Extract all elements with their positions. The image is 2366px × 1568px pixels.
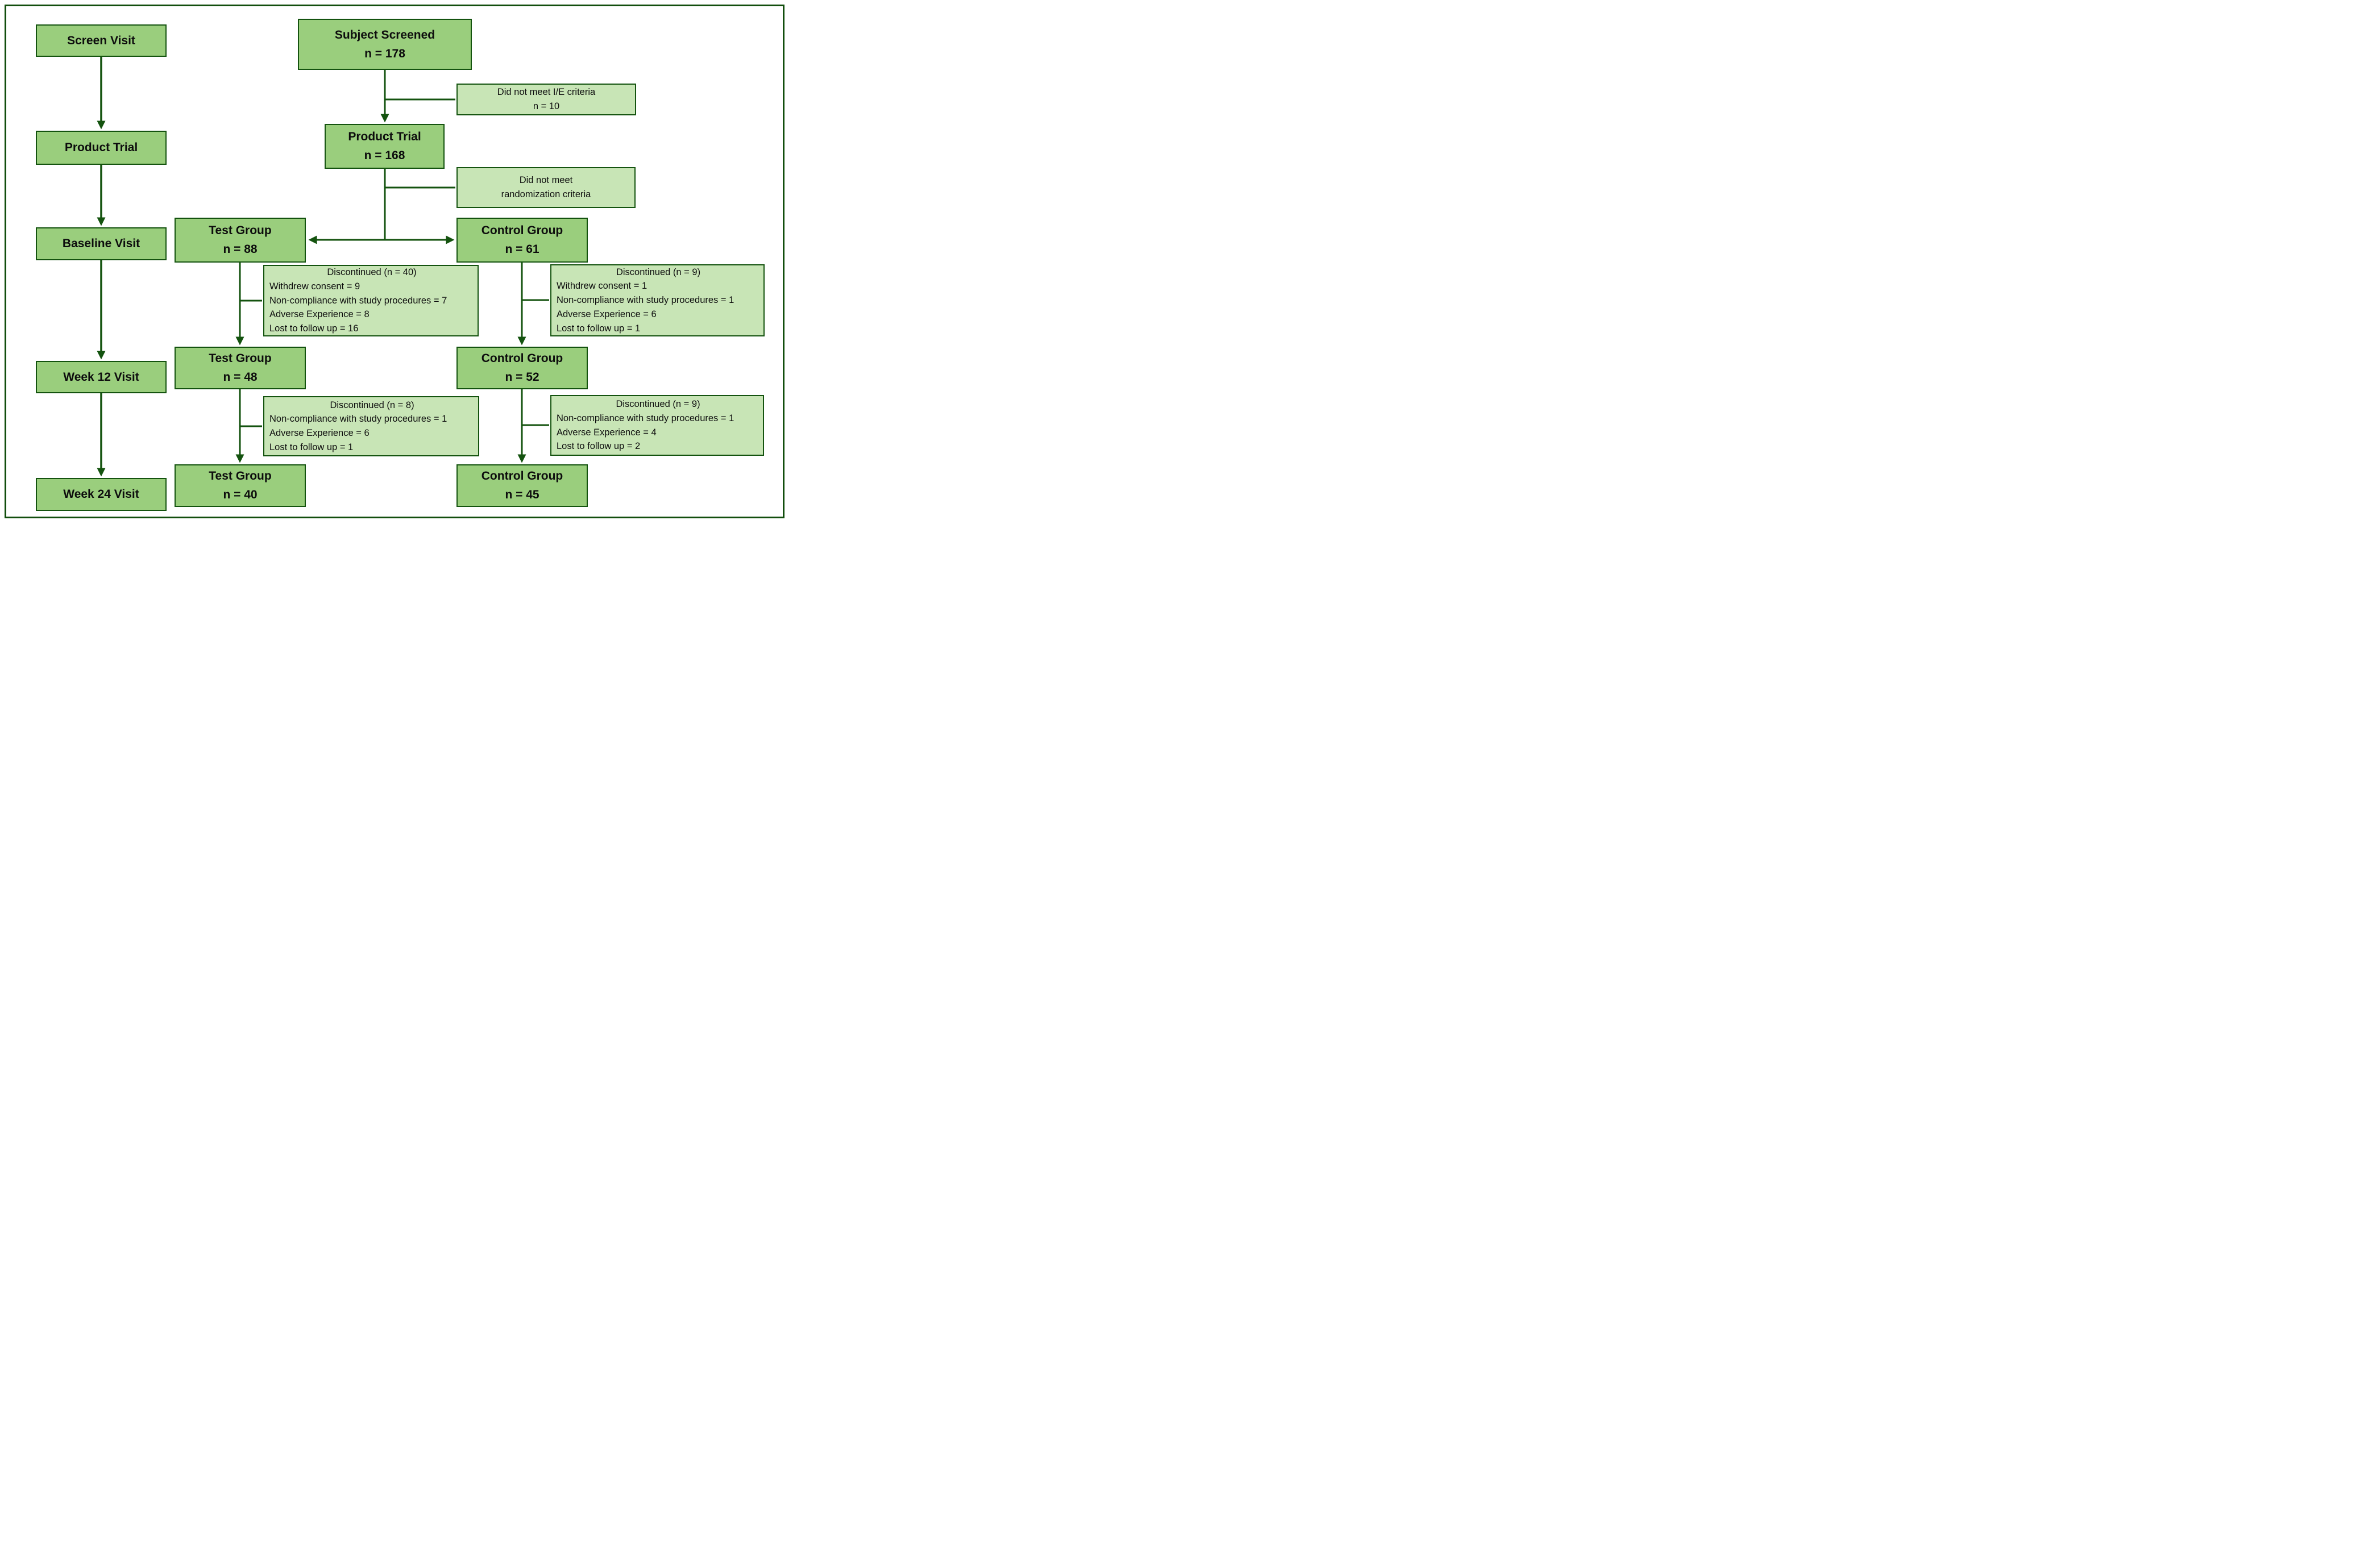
control-group-2-box: Control Group n = 52 (456, 347, 588, 389)
control-group-3-label: Control Group (481, 469, 563, 483)
not-ie-criteria-box: Did not meet I/E criteria n = 10 (456, 84, 636, 115)
discontinued-control-1-reason: Non-compliance with study procedures = 1 (557, 295, 734, 306)
product-trial-main-count: n = 168 (364, 149, 405, 162)
test-group-1-box: Test Group n = 88 (175, 218, 306, 263)
control-group-2-label: Control Group (481, 352, 563, 365)
discontinued-test-2-box: Discontinued (n = 8) Non-compliance with… (263, 396, 479, 456)
discontinued-control-1-box: Discontinued (n = 9) Withdrew consent = … (550, 264, 765, 336)
discontinued-test-1-reason: Withdrew consent = 9 (269, 281, 360, 292)
control-group-3-count: n = 45 (505, 488, 539, 501)
control-group-1-label: Control Group (481, 224, 563, 238)
discontinued-test-2-title: Discontinued (n = 8) (330, 400, 414, 410)
discontinued-control-2-title: Discontinued (n = 9) (616, 399, 700, 409)
control-group-1-count: n = 61 (505, 243, 539, 256)
discontinued-test-2-reason: Non-compliance with study procedures = 1 (269, 414, 447, 425)
discontinued-test-1-reason: Lost to follow up = 16 (269, 323, 359, 334)
not-ie-criteria-line1: Did not meet I/E criteria (497, 87, 596, 98)
not-randomization-line2: randomization criteria (501, 189, 591, 199)
discontinued-control-2-reason: Adverse Experience = 4 (557, 427, 657, 438)
discontinued-control-1-reason: Lost to follow up = 1 (557, 323, 641, 334)
test-group-3-count: n = 40 (223, 488, 258, 501)
not-randomization-line1: Did not meet (519, 175, 573, 186)
discontinued-test-1-box: Discontinued (n = 40) Withdrew consent =… (263, 265, 479, 336)
test-group-3-box: Test Group n = 40 (175, 464, 306, 507)
discontinued-control-1-reason: Withdrew consent = 1 (557, 281, 647, 292)
screen-visit-box: Screen Visit (36, 24, 167, 57)
outer-frame (5, 5, 784, 518)
discontinued-control-2-reason: Non-compliance with study procedures = 1 (557, 413, 734, 423)
product-trial-left-label: Product Trial (64, 141, 138, 155)
discontinued-test-1-title: Discontinued (n = 40) (327, 267, 417, 278)
week12-visit-label: Week 12 Visit (63, 370, 139, 384)
week24-visit-box: Week 24 Visit (36, 478, 167, 511)
discontinued-control-2-box: Discontinued (n = 9) Non-compliance with… (550, 395, 764, 456)
test-group-2-label: Test Group (209, 352, 272, 365)
week24-visit-label: Week 24 Visit (63, 488, 139, 501)
control-group-2-count: n = 52 (505, 371, 539, 384)
discontinued-test-1-reason: Non-compliance with study procedures = 7 (269, 295, 447, 306)
screen-visit-label: Screen Visit (67, 34, 135, 47)
subject-screened-label: Subject Screened (334, 28, 435, 41)
subject-screened-count: n = 178 (364, 47, 405, 60)
not-randomization-box: Did not meet randomization criteria (456, 167, 636, 208)
subject-screened-box: Subject Screened n = 178 (298, 19, 472, 70)
baseline-visit-box: Baseline Visit (36, 227, 167, 260)
discontinued-test-2-reason: Lost to follow up = 1 (269, 442, 354, 452)
discontinued-test-2-reason: Adverse Experience = 6 (269, 428, 370, 438)
baseline-visit-label: Baseline Visit (62, 237, 140, 251)
week12-visit-box: Week 12 Visit (36, 361, 167, 393)
discontinued-control-1-title: Discontinued (n = 9) (616, 267, 701, 277)
not-ie-criteria-count: n = 10 (533, 101, 560, 111)
discontinued-control-2-reason: Lost to follow up = 2 (557, 441, 641, 452)
test-group-3-label: Test Group (209, 469, 272, 483)
test-group-2-box: Test Group n = 48 (175, 347, 306, 389)
control-group-3-box: Control Group n = 45 (456, 464, 588, 507)
product-trial-left-box: Product Trial (36, 131, 167, 165)
trial-flow-diagram: Screen Visit Product Trial Baseline Visi… (0, 0, 789, 523)
discontinued-control-1-reason: Adverse Experience = 6 (557, 309, 657, 319)
test-group-1-label: Test Group (209, 224, 272, 238)
connector-layer (97, 56, 549, 477)
discontinued-test-1-reason: Adverse Experience = 8 (269, 309, 370, 320)
test-group-1-count: n = 88 (223, 243, 258, 256)
product-trial-main-box: Product Trial n = 168 (325, 124, 445, 169)
product-trial-main-label: Product Trial (348, 130, 421, 144)
test-group-2-count: n = 48 (223, 371, 258, 384)
control-group-1-box: Control Group n = 61 (456, 218, 588, 263)
